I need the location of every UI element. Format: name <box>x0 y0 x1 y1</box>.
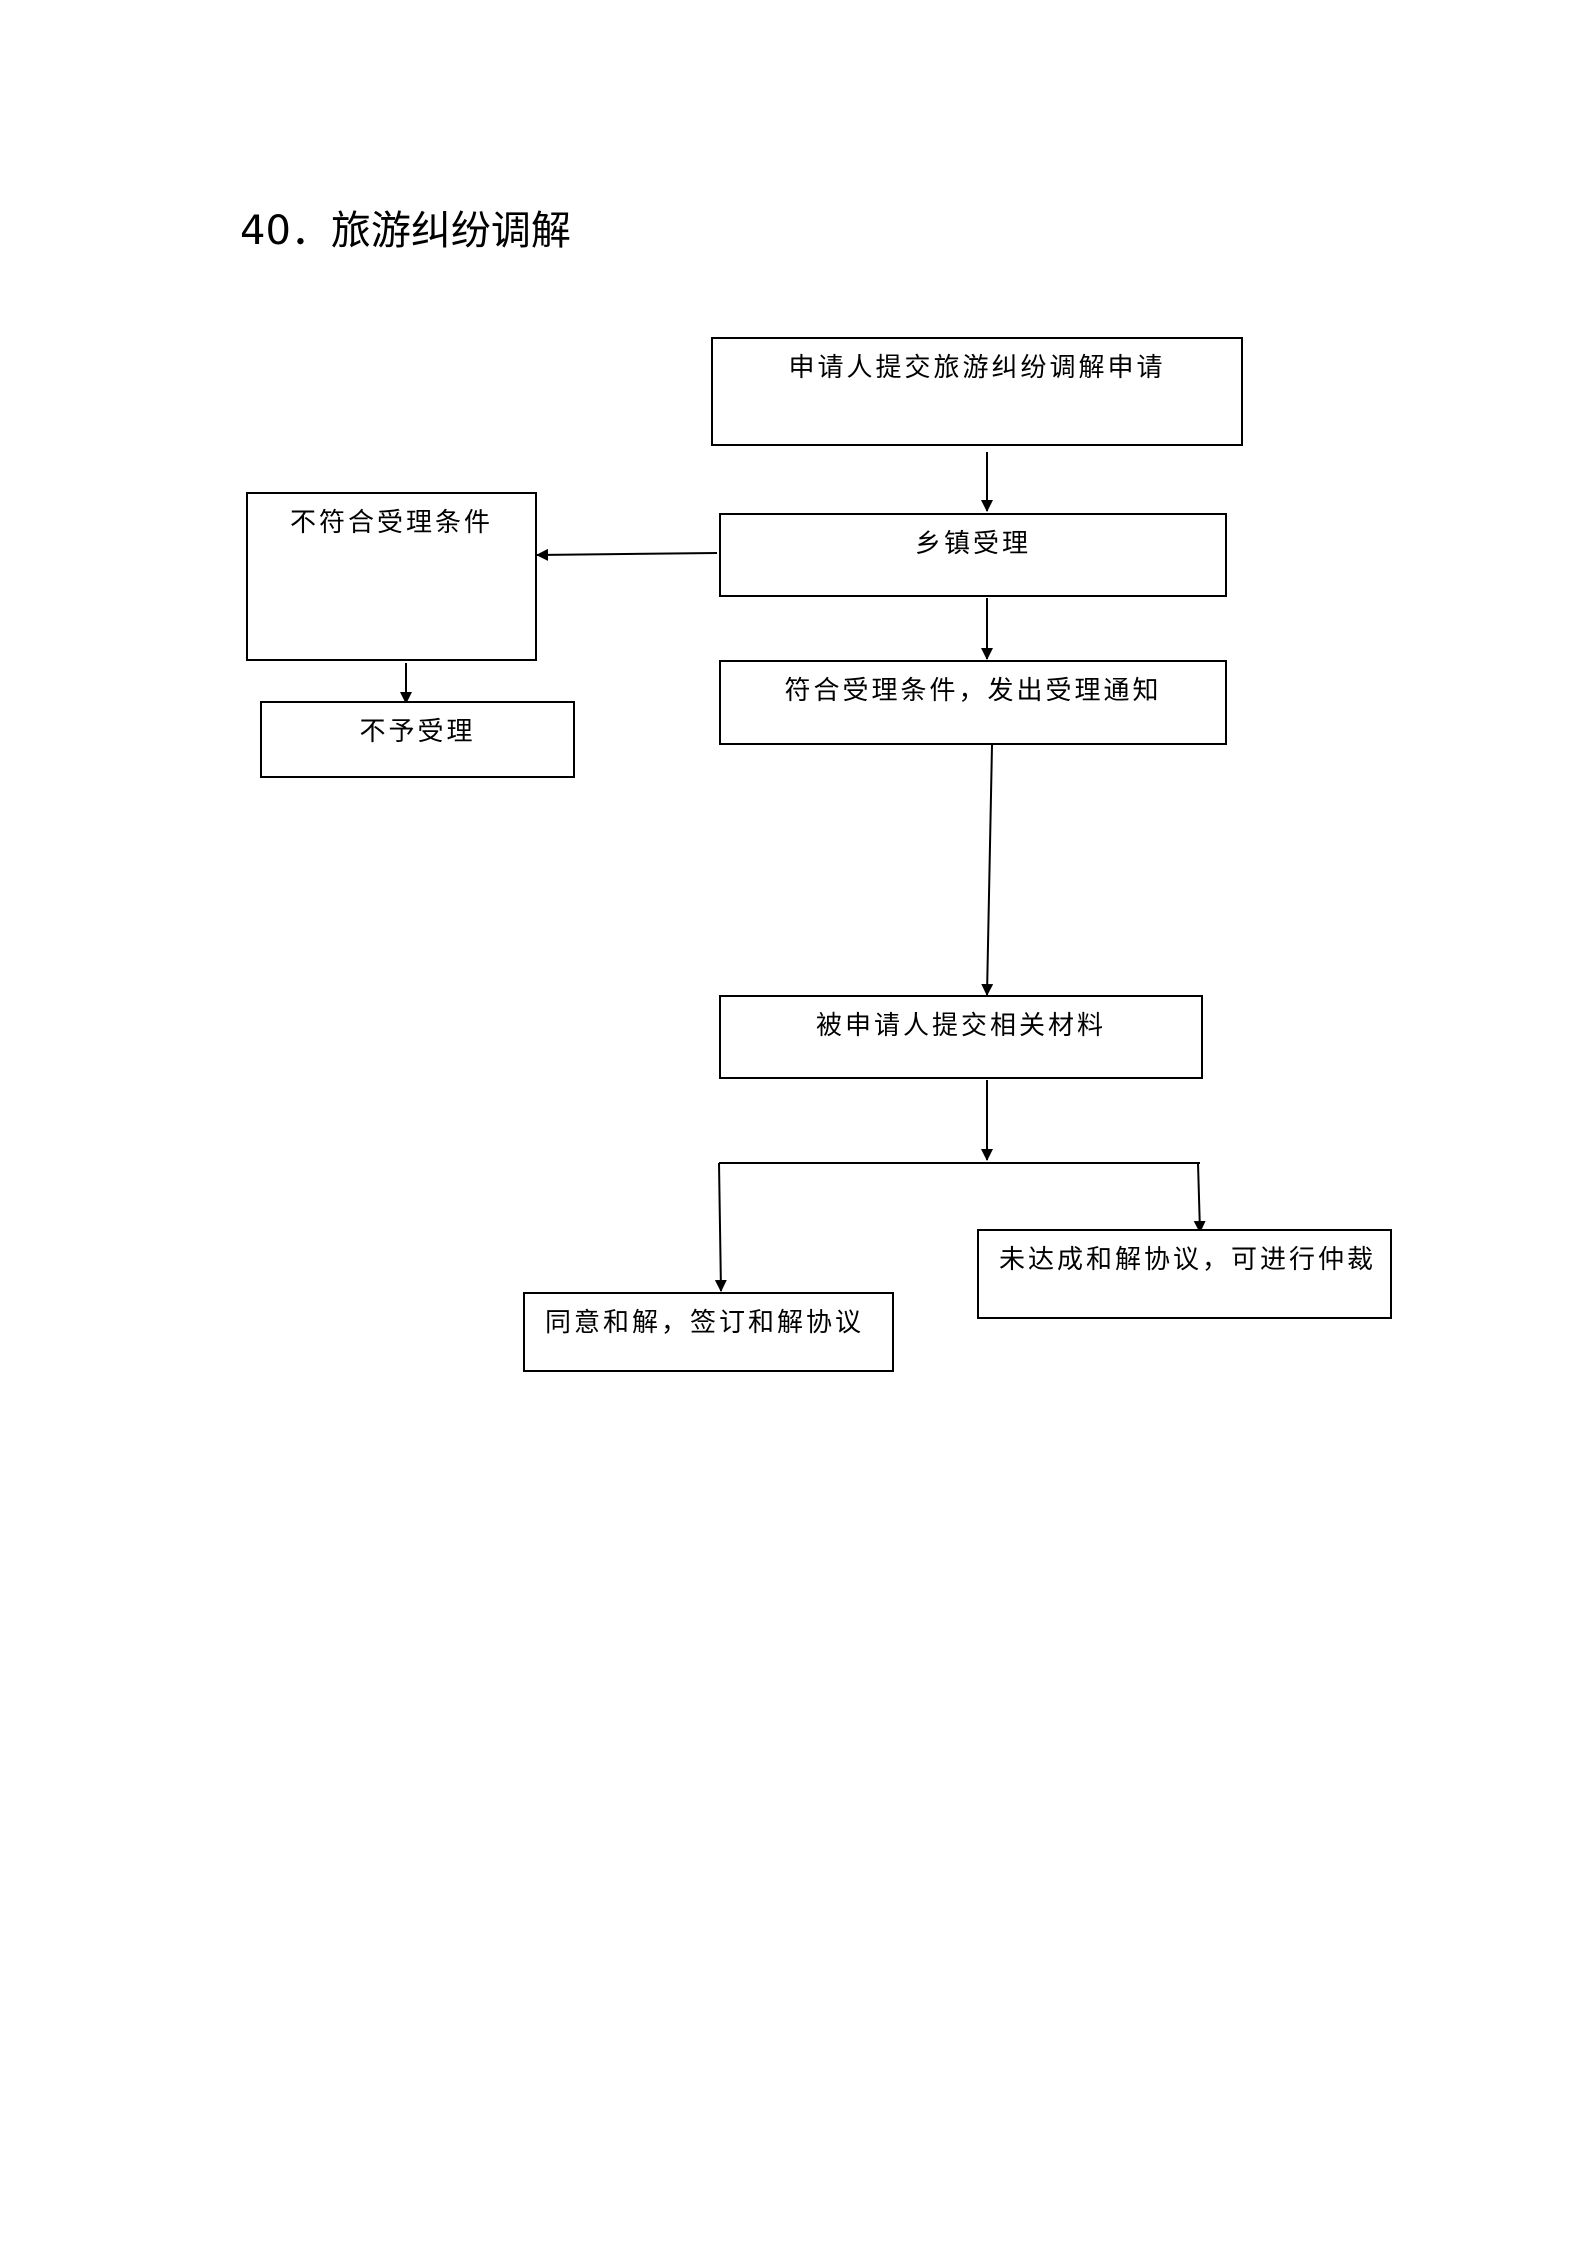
node-agree-label: 同意和解，签订和解协议 <box>545 1308 865 1338</box>
page-title: 40．旅游纠纷调解 <box>240 208 571 254</box>
node-arbitrate: 未达成和解协议，可进行仲裁 <box>977 1229 1392 1319</box>
node-reject-label: 不予受理 <box>359 717 476 747</box>
node-materials: 被申请人提交相关材料 <box>719 995 1203 1079</box>
node-reject: 不予受理 <box>260 701 575 778</box>
node-qualified-label: 符合受理条件，发出受理通知 <box>784 676 1162 706</box>
node-qualified: 符合受理条件，发出受理通知 <box>719 660 1227 745</box>
arrow-qualified-to-materials <box>981 744 994 996</box>
arrow-split-to-arbitrate <box>1193 1162 1206 1233</box>
node-accept: 乡镇受理 <box>719 513 1227 597</box>
node-materials-label: 被申请人提交相关材料 <box>815 1011 1106 1041</box>
node-not-qualified-label: 不符合受理条件 <box>289 508 493 538</box>
node-agree: 同意和解，签订和解协议 <box>523 1292 894 1372</box>
node-apply: 申请人提交旅游纠纷调解申请 <box>711 337 1243 446</box>
node-accept-label: 乡镇受理 <box>914 529 1031 559</box>
node-arbitrate-label: 未达成和解协议，可进行仲裁 <box>999 1245 1377 1275</box>
arrow-accept-to-not-qualified <box>536 548 718 561</box>
arrow-split-to-agree <box>714 1162 727 1292</box>
node-apply-label: 申请人提交旅游纠纷调解申请 <box>788 353 1166 383</box>
node-not-qualified: 不符合受理条件 <box>246 492 537 661</box>
